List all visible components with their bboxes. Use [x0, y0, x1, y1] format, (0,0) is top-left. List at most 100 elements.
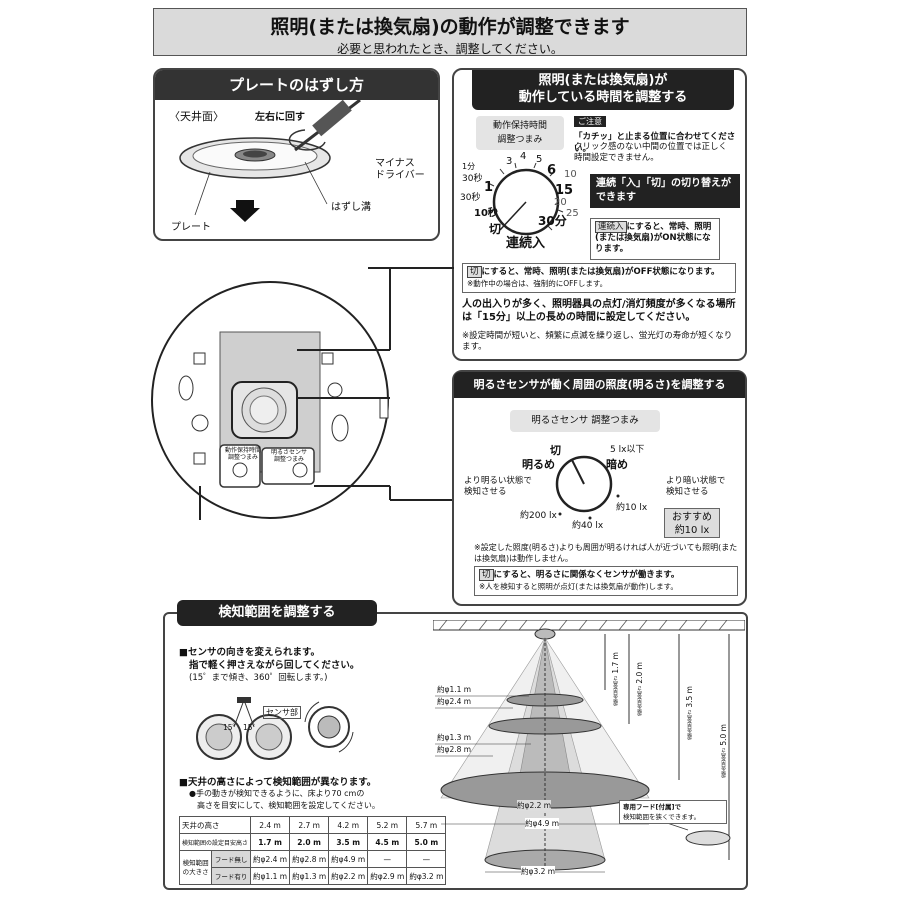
continuous-tag: 連続入 — [595, 221, 627, 233]
dial-1: 1 — [484, 180, 494, 195]
dial-15: 15 — [555, 183, 574, 198]
device-knob2-title: 明るさセンサ — [270, 449, 307, 456]
off-text: にすると、常時、照明(または換気扇)がOFF状態になります。 — [481, 267, 720, 277]
plate-illustration — [179, 100, 361, 222]
device-knob2-label: 明るさセンサ 調整つまみ — [264, 449, 314, 463]
diagram-h35-val: 3.5 m — [685, 686, 694, 708]
height-text1: ●手の動きが検知できるように、床より70 cmの — [189, 789, 365, 798]
table-cell: 約φ2.4 m — [250, 850, 291, 868]
caution-text: クリック感のない中間の位置では正しく時間設定できません。 — [574, 142, 728, 163]
brightness-bright: 明るめ — [522, 458, 555, 471]
brightness-5lx: 5 lx以下 — [610, 445, 645, 455]
continuous-text: にすると、常時、照明(または換気扇)がON状態になります。 — [595, 222, 712, 254]
table-row: 検知範囲の設定目安高さ 1.7 m 2.0 m 3.5 m 4.5 m 5.0 … — [178, 833, 447, 851]
off-tag: 切 — [467, 266, 482, 278]
direction-title: ■センサの向きを変えられます。 — [179, 647, 321, 658]
plate-panel-title: プレートのはずし方 — [155, 70, 438, 100]
brightness-off-text: にすると、明るさに関係なくセンサが働きます。 — [493, 570, 680, 580]
direction-text2: (15゜まで傾き、360゜回転します。) — [189, 673, 328, 683]
deg-right: 15゜ — [243, 723, 261, 732]
continuous-box: 連続入にすると、常時、照明(または換気扇)がON状態になります。 — [590, 218, 720, 260]
table-label-range-a: 検知範囲 — [182, 858, 209, 867]
off-note: ※動作中の場合は、強制的にOFFします。 — [467, 279, 608, 288]
table-label-set-height: 検知範囲の設定目安高さ — [178, 833, 252, 851]
dial-4: 4 — [520, 151, 527, 162]
device-knob1-title: 動作保持時間 — [224, 447, 261, 454]
brightness-panel: 明るさセンサが働く周囲の照度(明るさ)を調整する 明るさセンサ 調整つまみ 切 … — [452, 370, 747, 606]
diagram-d28: 約φ2.8 m — [437, 745, 472, 754]
height-table: 天井の高さ 2.4 m 2.7 m 4.2 m 5.2 m 5.7 m 検知範囲… — [178, 816, 447, 885]
table-row: 検知範囲 の大きさ フード無し 約φ2.4 m 約φ2.8 m 約φ4.9 m … — [178, 850, 447, 885]
diagram-vlabel-17: 設定目安高さ — [613, 676, 619, 707]
dial-6: 6 — [547, 163, 557, 178]
detection-range-panel: 検知範囲を調整する ■センサの向きを変えられます。 指で軽く押さえながら回してく… — [163, 600, 748, 890]
diagram-d24: 約φ2.4 m — [437, 697, 472, 706]
switch-title: 連続「入」「切」の切り替えができます — [596, 178, 731, 203]
hood-note-2: 検知範囲を狭くできます。 — [623, 813, 701, 821]
dial-continuous: 連続入 — [506, 236, 546, 251]
diagram-h50-val: 5.0 m — [719, 724, 728, 746]
hood-note-1: 専用フード[付属]で — [623, 803, 681, 811]
advice-note: ※設定時間が短いと、頻繁に点滅を繰り返し、蛍光灯の寿命が短くなります。 — [462, 331, 733, 352]
dial-30sec-b: 30秒 — [460, 193, 481, 203]
switch-box: 連続「入」「切」の切り替えができます — [590, 174, 740, 208]
dial-10sec: 10秒 — [474, 208, 498, 219]
brightness-recommend: おすすめ 約10 lx — [664, 508, 720, 538]
table-cell: 約φ1.3 m — [289, 867, 330, 885]
table-cell: 約φ1.1 m — [250, 867, 291, 885]
table-label-range-b: の大きさ — [182, 867, 209, 876]
detection-cone-diagram — [433, 620, 745, 873]
table-row: フード有り 約φ1.1 m 約φ1.3 m 約φ2.2 m 約φ2.9 m 約φ… — [180, 867, 447, 885]
dial-1min: 1分 — [462, 162, 476, 171]
brightness-off: 切 — [550, 444, 561, 457]
table-cell: — — [406, 850, 447, 868]
height-title: ■天井の高さによって検知範囲が異なります。 — [179, 777, 377, 788]
brightness-knob-label: 明るさセンサ 調整つまみ — [510, 410, 660, 432]
table-cell: 5.2 m — [367, 816, 408, 834]
dial-off: 切 — [489, 222, 502, 236]
dial-25: 25 — [566, 208, 579, 219]
table-row: 天井の高さ 2.4 m 2.7 m 4.2 m 5.2 m 5.7 m — [178, 816, 447, 834]
table-cell: 約φ3.2 m — [406, 867, 447, 885]
brightness-off-tag: 切 — [479, 569, 494, 581]
dial-5: 5 — [536, 154, 543, 165]
table-label-no-hood: フード無し — [211, 850, 252, 868]
table-label-range: 検知範囲 の大きさ — [178, 850, 213, 885]
dial-10: 10 — [564, 169, 577, 180]
device-illustration — [151, 267, 454, 520]
diagram-h20: 設定目安高さ 2.0 m — [635, 662, 644, 716]
diagram-vlabel-35: 設定目安高さ — [687, 710, 693, 741]
header: 照明(または換気扇)の動作が調整できます 必要と思われたとき、調整してください。 — [153, 8, 747, 56]
plate-label: プレート — [171, 222, 211, 233]
time-knob-label-2: 調整つまみ — [497, 135, 543, 145]
dial-3: 3 — [506, 156, 513, 167]
time-dial — [487, 162, 564, 236]
table-label-height: 天井の高さ — [178, 816, 252, 834]
off-box: 切にすると、常時、照明(または換気扇)がOFF状態になります。 ※動作中の場合は… — [462, 263, 736, 293]
brightness-dark: 暗め — [606, 458, 628, 471]
dial-30min: 30分 — [538, 214, 567, 228]
table-cell: 2.7 m — [289, 816, 330, 834]
brightness-10lx: 約10 lx — [616, 503, 648, 513]
brightness-note: ※設定した照度(明るさ)よりも周囲が明るければ人が近づいても照明(または換気扇)… — [474, 543, 738, 563]
plate-removal-panel: プレートのはずし方 〈天井面〉 左右に回す マイナス ドライバー はずし溝 プレ… — [153, 68, 440, 241]
table-cell: 4.2 m — [328, 816, 369, 834]
time-title-line1: 照明(または換気扇)が — [538, 73, 668, 88]
diagram-h50: 設定目安高さ 5.0 m — [719, 724, 728, 778]
table-cell: 2.4 m — [250, 816, 291, 834]
brightness-40lx: 約40 lx — [572, 521, 604, 531]
page-subtitle: 必要と思われたとき、調整してください。 — [337, 42, 563, 56]
advice-text: 人の出入りが多く、照明器具の点灯/消灯頻度が多くなる場所は「15分」以上の長めの… — [462, 299, 736, 323]
direction-text1: 指で軽く押さえながら回してください。 — [189, 660, 360, 671]
sensor-part-label: センサ部 — [263, 706, 301, 719]
groove-label: はずし溝 — [331, 202, 371, 213]
table-cell: — — [367, 850, 408, 868]
brightness-panel-title: 明るさセンサが働く周囲の照度(明るさ)を調整する — [454, 372, 745, 398]
time-knob-label-1: 動作保持時間 — [492, 121, 547, 131]
driver-label: マイナス ドライバー — [375, 158, 425, 181]
diagram-h35: 設定目安高さ 3.5 m — [685, 686, 694, 740]
time-knob-label: 動作保持時間 調整つまみ — [476, 116, 564, 150]
diagram-vlabel-20: 設定目安高さ — [637, 686, 643, 717]
device-knob2-sub: 調整つまみ — [273, 456, 304, 463]
diagram-h17-val: 1.7 m — [611, 652, 620, 674]
